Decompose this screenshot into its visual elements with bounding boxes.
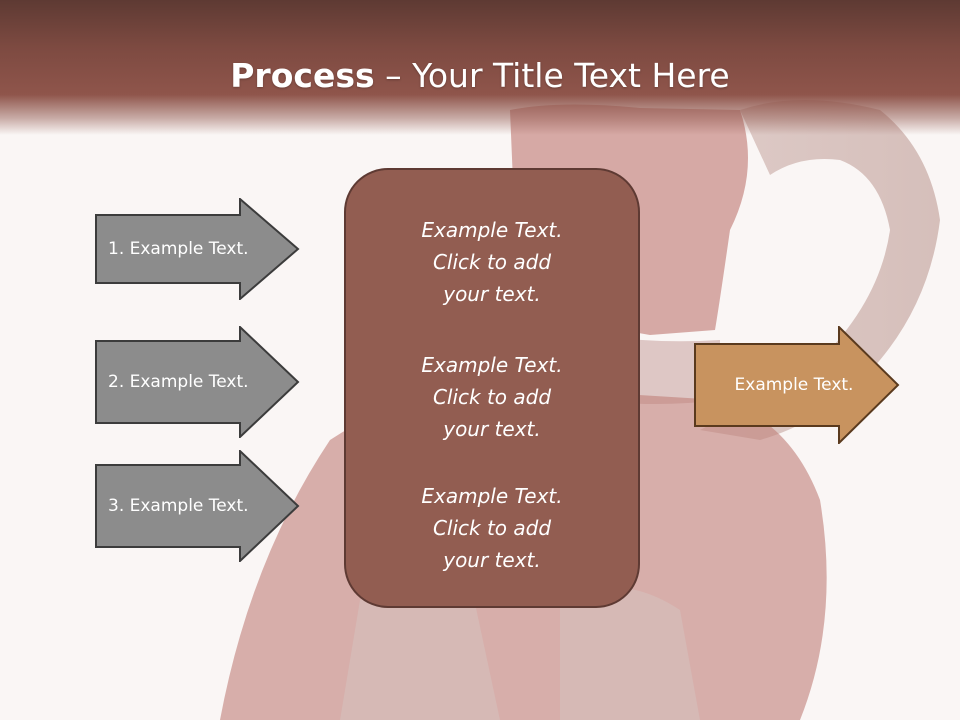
left-arrow-1[interactable]: 1. Example Text. (95, 198, 300, 300)
center-block-1-line-3: your text. (443, 282, 541, 306)
arrow-shape (694, 326, 900, 444)
arrow-shape (95, 450, 300, 562)
center-block-2-line-3: your text. (443, 417, 541, 441)
center-block-2-line-1: Example Text. (421, 353, 563, 377)
center-block-2: Example Text. Click to add your text. (346, 349, 638, 445)
center-block-3: Example Text. Click to add your text. (346, 480, 638, 576)
center-block-1: Example Text. Click to add your text. (346, 214, 638, 310)
center-block-2-line-2: Click to add (432, 385, 552, 409)
center-text-box[interactable]: Example Text. Click to add your text. Ex… (344, 168, 640, 608)
arrow-shape (95, 198, 300, 300)
left-arrow-2[interactable]: 2. Example Text. (95, 326, 300, 438)
left-arrow-3[interactable]: 3. Example Text. (95, 450, 300, 562)
slide-title[interactable]: Process – Your Title Text Here (0, 54, 960, 98)
title-bold: Process (230, 56, 375, 95)
center-block-1-line-2: Click to add (432, 250, 552, 274)
arrow-shape (95, 326, 300, 438)
title-bar (0, 0, 960, 135)
right-arrow[interactable]: Example Text. (694, 326, 900, 444)
title-rest: – Your Title Text Here (374, 56, 730, 95)
center-block-1-line-1: Example Text. (421, 218, 563, 242)
center-block-3-line-3: your text. (443, 548, 541, 572)
center-block-3-line-1: Example Text. (421, 484, 563, 508)
right-arrow-label: Example Text. (734, 375, 854, 395)
center-block-3-line-2: Click to add (432, 516, 552, 540)
left-arrow-3-label: 3. Example Text. (108, 496, 249, 516)
left-arrow-1-label: 1. Example Text. (108, 239, 249, 259)
left-arrow-2-label: 2. Example Text. (108, 372, 249, 392)
